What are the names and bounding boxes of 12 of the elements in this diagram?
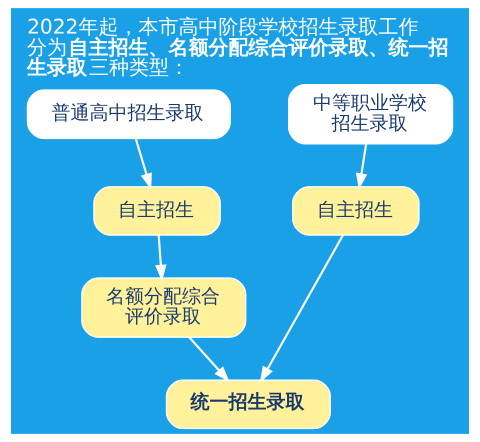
arrow [134, 138, 152, 190]
node-box: 中等职业学校招生录取 [288, 84, 454, 144]
diagram-title: 2022年起，本市高中阶段学校招生录取工作分为自主招生、名额分配综合评价录取、统一招生录取三种类型： [27, 14, 449, 79]
arrow [356, 144, 368, 190]
node-box: 自主招生 [93, 186, 221, 236]
arrow [155, 235, 167, 282]
arrow [188, 336, 230, 382]
node-box: 自主招生 [292, 186, 420, 236]
node-box: 统一招生录取 [166, 379, 331, 430]
arrow [260, 234, 344, 383]
node-box: 名额分配综合评价录取 [81, 277, 246, 338]
node-box: 普通高中招生录取 [26, 89, 231, 140]
